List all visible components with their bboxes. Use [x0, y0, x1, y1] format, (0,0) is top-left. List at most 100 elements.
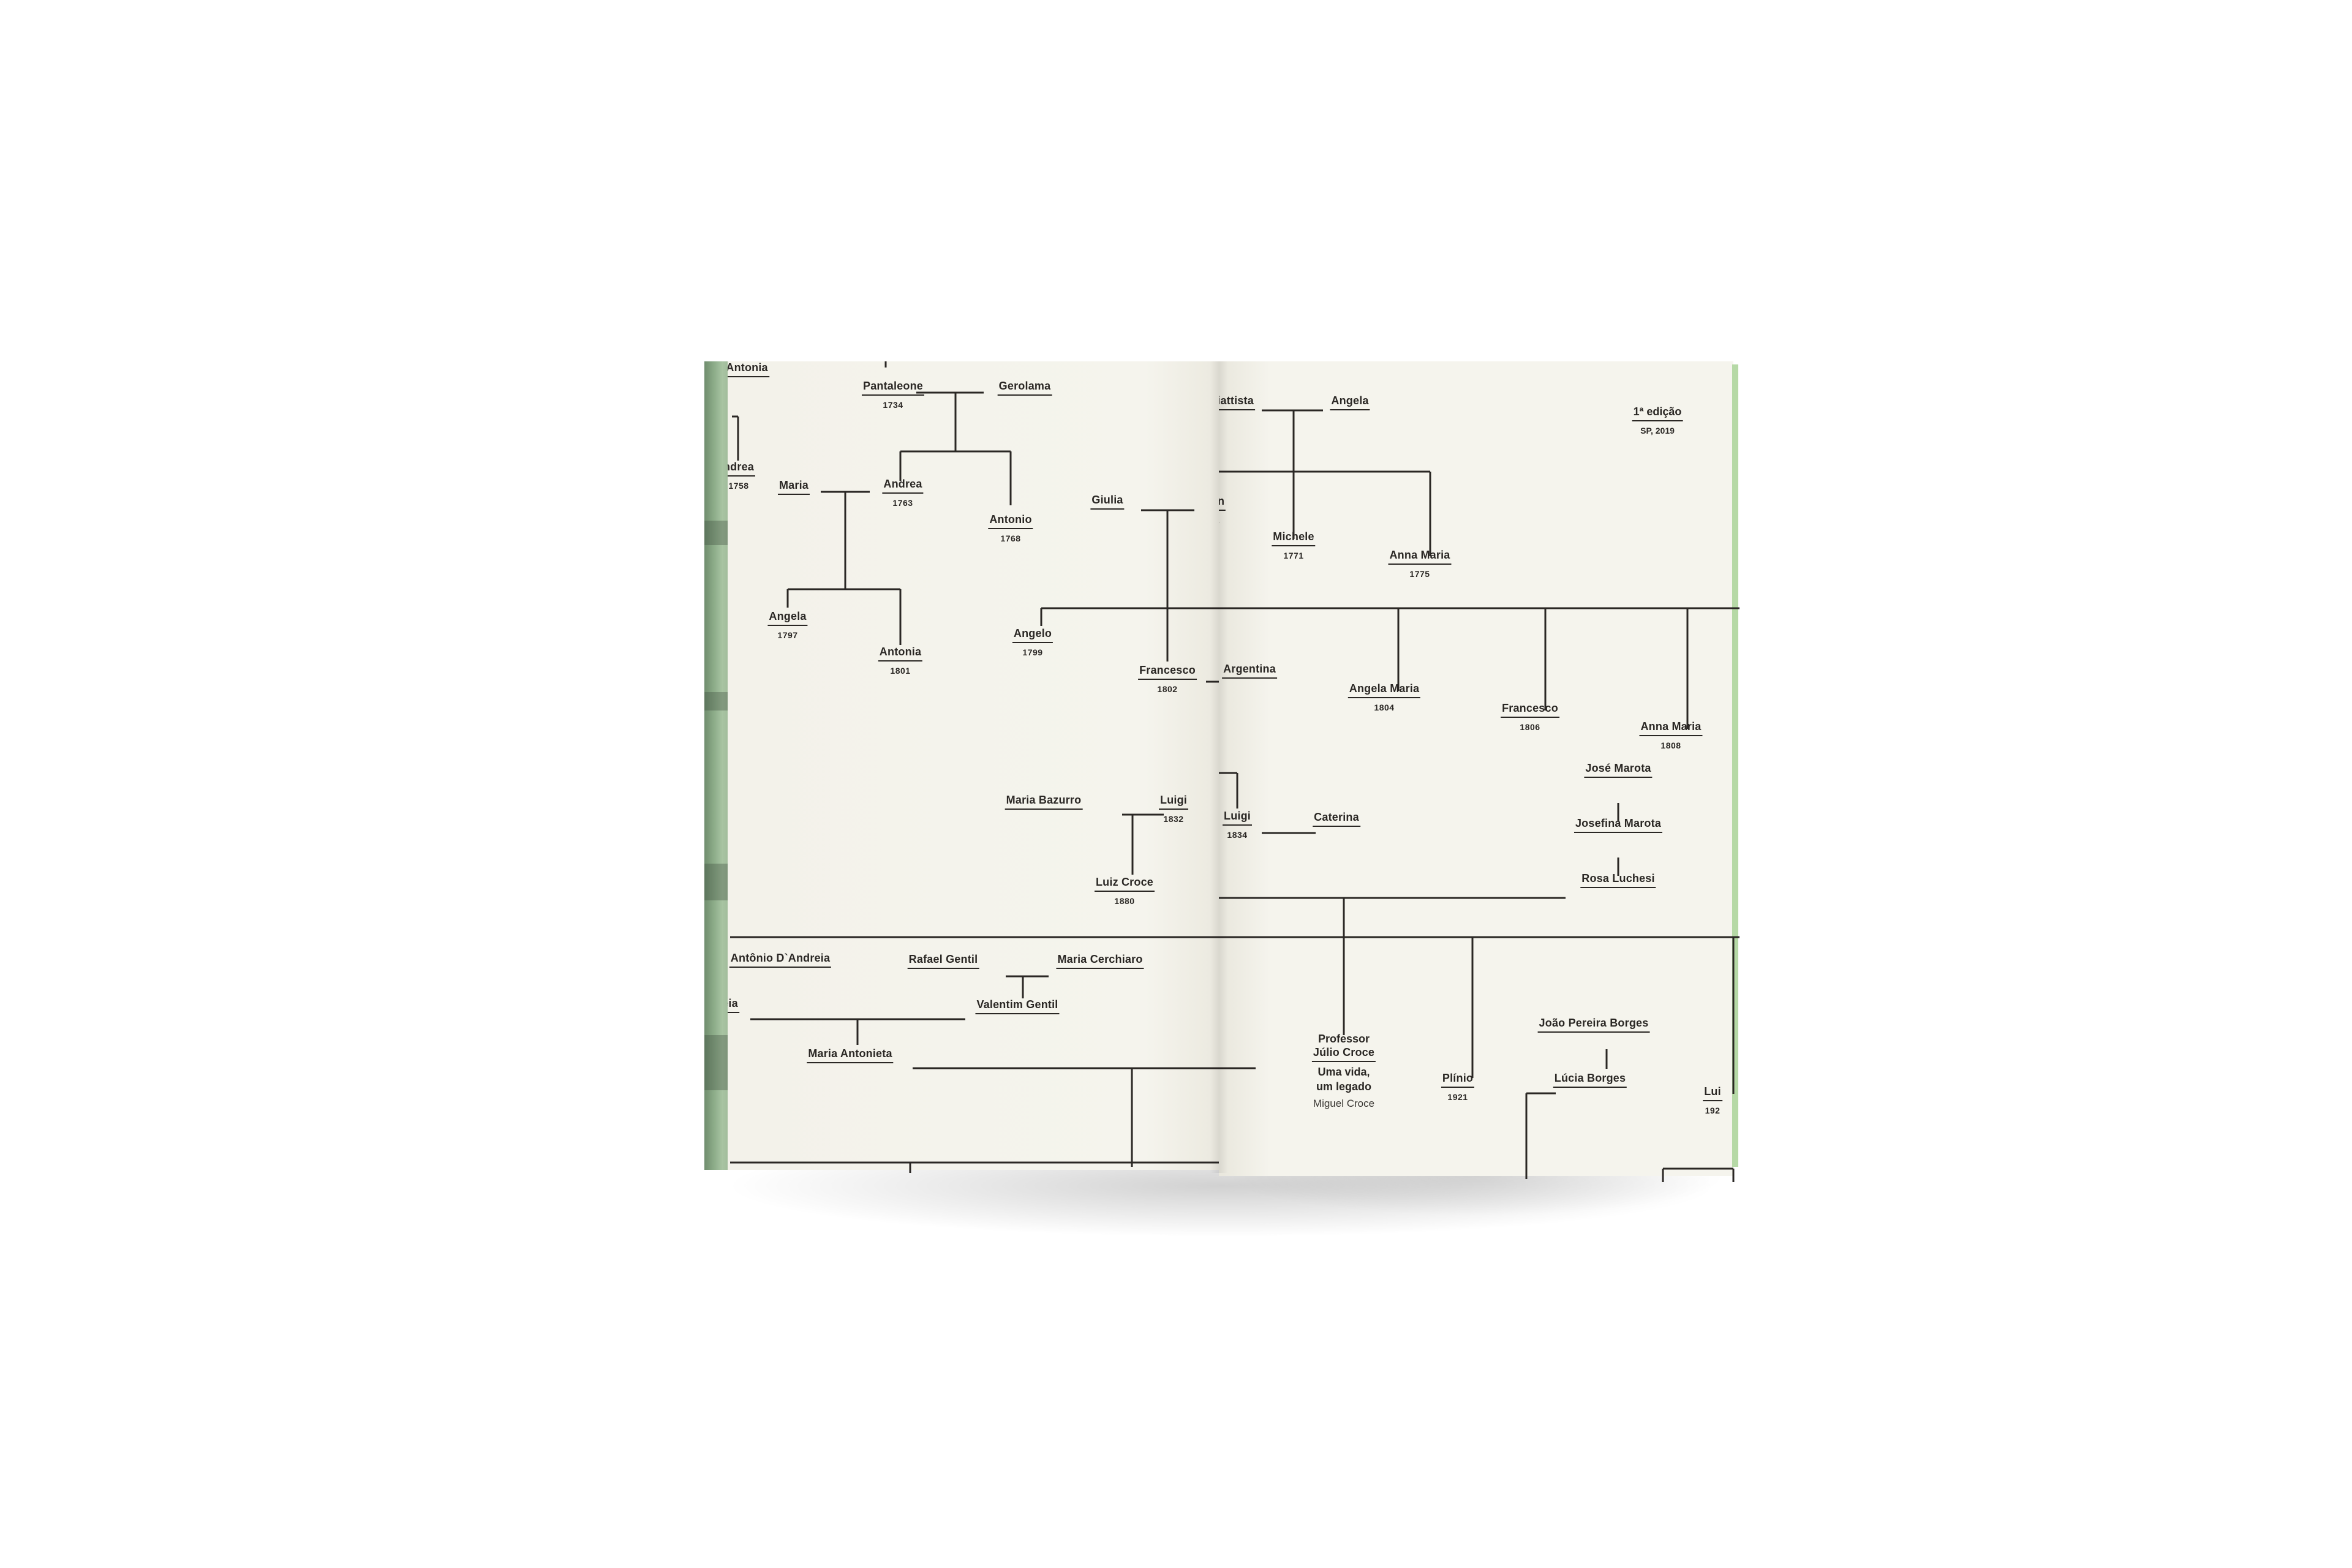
tree-node: Plínio 1921	[1441, 1072, 1475, 1102]
node-year: 1921	[1447, 1092, 1468, 1102]
node-name: Giattista	[1219, 394, 1255, 410]
node-name: Luiz Croce	[1094, 876, 1155, 892]
book-gutter	[1210, 361, 1228, 1173]
node-year: 1771	[1283, 551, 1304, 560]
node-year: 1880	[1114, 896, 1135, 906]
tree-node: Rosa Luchesi	[1580, 872, 1656, 888]
title-line-1: Professor	[1317, 1033, 1370, 1045]
tree-node: Maria Antonieta	[807, 1047, 894, 1063]
node-name: Rosa Luchesi	[1580, 872, 1656, 888]
tree-node: Antonia 1801	[878, 646, 923, 676]
tree-node: ria Antonia	[728, 361, 769, 377]
node-name: Giulia	[1090, 494, 1125, 510]
book-shadow	[723, 1164, 1721, 1237]
tree-node: Josefina Marota	[1574, 817, 1663, 833]
node-name: Lúcia Borges	[1553, 1072, 1627, 1088]
title-line-4: um legado	[1316, 1080, 1372, 1093]
node-name: Francesco	[1501, 702, 1559, 718]
node-name: Caterina	[1313, 811, 1360, 827]
node-name: José Marota	[1584, 762, 1653, 778]
tree-node: Antônio D`Andreia	[729, 952, 832, 968]
tree-node: João Pereira Borges	[1537, 1017, 1650, 1033]
node-name: João Pereira Borges	[1537, 1017, 1650, 1033]
node-year: 1734	[883, 400, 903, 410]
tree-node: Michele 1771	[1272, 530, 1316, 560]
tree-node: Anna Maria 1775	[1388, 549, 1452, 579]
tree-node: Gerolama	[997, 380, 1052, 396]
tree-node: Anna Maria 1808	[1639, 720, 1703, 750]
node-name: Francesco	[1138, 664, 1197, 680]
node-name: Michele	[1272, 530, 1316, 546]
node-year: 1804	[1374, 703, 1395, 712]
tree-node: Francesco 1806	[1501, 702, 1559, 732]
node-name: Maria Bazurro	[1005, 794, 1083, 810]
tree-node: ndrea 1758	[728, 461, 756, 491]
left-page	[728, 361, 1219, 1170]
tree-node: Lúcia Borges	[1553, 1072, 1627, 1088]
node-name: Andrea	[882, 478, 924, 494]
tree-node: Pantaleone 1734	[861, 380, 925, 410]
node-name: Pantaleone	[861, 380, 925, 396]
tree-node: Maria	[777, 479, 810, 495]
node-year: 1801	[890, 666, 911, 676]
green-page-edge	[1732, 364, 1738, 1167]
node-year: 1806	[1520, 722, 1540, 732]
node-name: Luigi	[1223, 810, 1252, 826]
node-name: Lui	[1703, 1085, 1722, 1101]
node-year: 1834	[1227, 830, 1248, 840]
node-year: 1768	[1000, 533, 1021, 543]
tree-node: Giulia	[1090, 494, 1125, 510]
node-year: 1	[1219, 515, 1226, 525]
node-name: Antonia	[878, 646, 923, 662]
node-name: Valentim Gentil	[975, 998, 1060, 1014]
node-name: Antônio D`Andreia	[729, 952, 832, 968]
right-page	[1219, 361, 1733, 1176]
tree-node: eia	[728, 997, 739, 1013]
node-name: Anna Maria	[1639, 720, 1703, 736]
node-year: 1808	[1660, 741, 1681, 750]
book-title-node: Professor Júlio Croce Uma vida, um legad…	[1311, 1031, 1376, 1110]
tree-node: Caterina	[1313, 811, 1360, 827]
node-name: Angela Maria	[1348, 682, 1421, 698]
node-year: 1832	[1163, 814, 1184, 824]
node-name: Luigi	[1159, 794, 1188, 810]
tree-node: Angela	[1330, 394, 1370, 410]
node-year: 1758	[728, 481, 749, 491]
node-year: 1763	[892, 498, 913, 508]
node-name: An	[1219, 495, 1226, 511]
node-year: 1802	[1157, 684, 1178, 694]
tree-node: José Marota	[1584, 762, 1653, 778]
node-name: eia	[728, 997, 739, 1013]
book-author: Miguel Croce	[1313, 1098, 1375, 1109]
node-year: 1797	[777, 630, 798, 640]
node-name: Plínio	[1441, 1072, 1475, 1088]
node-name: Angela	[1330, 394, 1370, 410]
node-name: Angela	[767, 610, 808, 626]
node-name: Rafael Gentil	[907, 953, 979, 969]
tree-node: Francesco 1802	[1138, 664, 1197, 694]
node-year: 1799	[1022, 647, 1043, 657]
node-name: Angelo	[1012, 627, 1054, 643]
tree-node: Luigi 1832	[1159, 794, 1188, 824]
node-name: Anna Maria	[1388, 549, 1452, 565]
tree-node: Valentim Gentil	[975, 998, 1060, 1014]
node-year: 192	[1705, 1106, 1721, 1115]
tree-node: Giattista	[1219, 394, 1255, 410]
tree-node: Maria Bazurro	[1005, 794, 1083, 810]
node-year: 1775	[1409, 569, 1430, 579]
edition-label: 1ª edição	[1632, 405, 1683, 421]
tree-node: Angela 1797	[767, 610, 808, 640]
left-page-tree: ria Antonia Pantaleone 1734 Gerolama ndre…	[728, 361, 1219, 1170]
node-name: Maria Antonieta	[807, 1047, 894, 1063]
node-name: Argentina	[1222, 663, 1277, 679]
title-line-2: Júlio Croce	[1311, 1046, 1376, 1062]
tree-node: Luigi 1834	[1223, 810, 1252, 840]
tree-node: Angela Maria 1804	[1348, 682, 1421, 712]
tree-node: An 1	[1219, 495, 1226, 525]
right-page-tree: Giattista Angela An 1 Michele 1771 Anna Ma…	[1219, 361, 1732, 1176]
node-name: Antonio	[988, 513, 1033, 529]
node-name: Gerolama	[997, 380, 1052, 396]
tree-node: Andrea 1763	[882, 478, 924, 508]
node-name: ndrea	[728, 461, 756, 477]
